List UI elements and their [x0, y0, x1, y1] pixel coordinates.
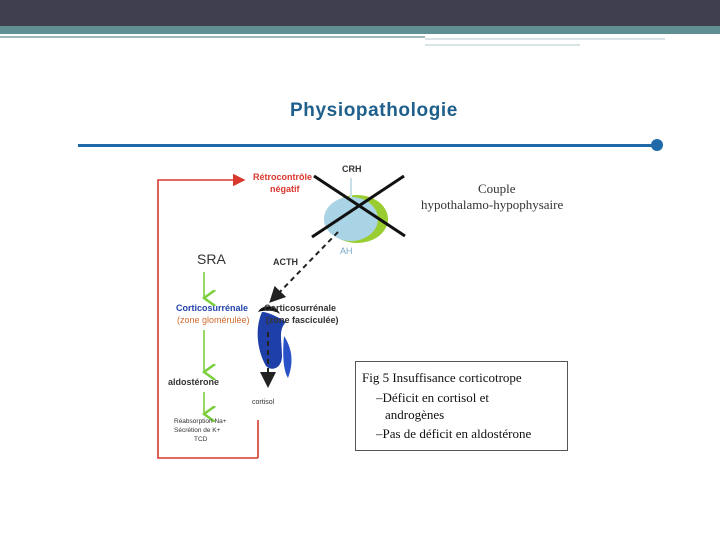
feedback-label: Rétrocontrôle [253, 172, 313, 182]
title-underline [78, 144, 656, 147]
acth-arrow [269, 231, 339, 303]
header-divider-line [0, 36, 425, 38]
ah-label: AH [340, 246, 353, 256]
crh-label: CRH [342, 164, 362, 174]
feedback-loop [157, 173, 259, 459]
caption-line: –Déficit en cortisol et [376, 390, 489, 405]
hypothalamo-hypophysis-shape [311, 174, 406, 243]
acth-label: ACTH [273, 257, 298, 267]
couple-label: Couple [478, 181, 516, 196]
top-accent-stripe [0, 26, 720, 34]
slide-title: Physiopathologie [290, 100, 458, 121]
aldosterone-label: aldostérone [168, 377, 220, 387]
header-divider-line [425, 38, 665, 40]
top-header-bar [0, 0, 720, 26]
effects-label: TCD [194, 436, 208, 443]
title-underline-dot [651, 139, 663, 151]
caption-title: Fig 5 Insuffisance corticotrope [362, 370, 522, 385]
cortico-fasciculee-label: (zone fasciculée) [266, 315, 339, 325]
caption-line: –Pas de déficit en aldostérone [376, 426, 532, 441]
caption-line: androgènes [385, 407, 445, 422]
adrenal-gland-shape [257, 306, 292, 378]
sra-label: SRA [197, 251, 226, 267]
header-divider-line [425, 44, 580, 46]
cortico-glomerulee-label: Corticosurrénale [176, 303, 249, 313]
couple-label: hypothalamo-hypophysaire [421, 197, 564, 212]
cortisol-label: cortisol [252, 399, 275, 406]
cortico-fasciculee-label: Corticosurrénale [264, 303, 337, 313]
feedback-label: négatif [270, 184, 300, 194]
cortico-glomerulee-label: (zone glomérulée) [177, 315, 250, 325]
effects-label: Sécrétion de K+ [174, 427, 221, 434]
figure-caption-box: Fig 5 Insuffisance corticotrope –Déficit… [355, 361, 568, 451]
effects-label: Réabsorption Na+ [174, 418, 227, 425]
